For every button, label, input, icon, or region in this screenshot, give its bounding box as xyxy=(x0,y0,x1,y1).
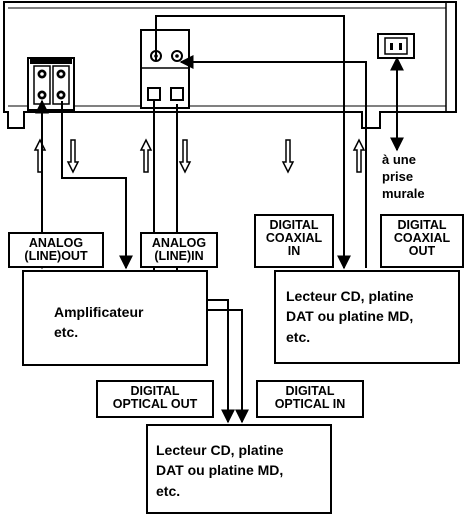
cable-coaxial-in xyxy=(155,15,351,270)
hollow-arrow-up xyxy=(33,138,47,173)
label-analog-out: ANALOG (LINE)OUT xyxy=(8,232,104,268)
label-text: OPTICAL IN xyxy=(274,397,346,412)
cable-coaxial-out xyxy=(179,55,367,268)
label-text: IN xyxy=(287,244,301,259)
device-text-line: Lecteur CD, platine xyxy=(156,442,284,458)
label-text: DIGITAL xyxy=(285,384,335,398)
hollow-arrow-up xyxy=(139,138,153,173)
label-text: DIGITAL xyxy=(130,384,180,398)
signal-direction-arrows xyxy=(33,138,366,174)
amplifier-box: Amplificateur etc. xyxy=(22,270,208,366)
label-text: OPTICAL OUT xyxy=(112,397,198,412)
amplifier-text: Amplificateur etc. xyxy=(54,302,143,343)
hollow-arrow-down xyxy=(66,139,80,174)
device-text-line: etc. xyxy=(54,324,79,341)
analog-jacks-panel xyxy=(27,57,75,111)
label-text: (LINE)OUT xyxy=(24,249,88,264)
label-text: DIGITAL xyxy=(269,218,319,232)
label-digital-coaxial-out: DIGITAL COAXIAL OUT xyxy=(380,214,464,268)
cable-analog-in xyxy=(61,101,133,270)
label-digital-optical-in: DIGITAL OPTICAL IN xyxy=(256,380,364,418)
hollow-arrow-down xyxy=(281,139,295,174)
device-text-line: DAT ou platine MD, xyxy=(286,308,414,325)
power-inlet xyxy=(377,33,415,59)
coaxial-recorder-text: Lecteur CD, platine DAT ou platine MD, e… xyxy=(286,286,414,347)
device-text-line: etc. xyxy=(286,328,311,345)
label-text: (LINE)IN xyxy=(154,249,204,264)
label-text: prise xyxy=(382,168,414,184)
device-text-line: Lecteur CD, platine xyxy=(286,288,414,304)
label-text: COAXIAL xyxy=(393,231,451,246)
optical-recorder-text: Lecteur CD, platine DAT ou platine MD, e… xyxy=(156,440,284,501)
device-text-line: Amplificateur xyxy=(54,304,144,320)
coaxial-recorder-box: Lecteur CD, platine DAT ou platine MD, e… xyxy=(274,270,460,364)
wall-outlet-label: à une prise murale xyxy=(382,152,425,203)
device-text-line: DAT ou platine MD, xyxy=(156,462,284,479)
label-text: ANALOG xyxy=(151,236,207,250)
label-text: murale xyxy=(382,185,425,201)
label-text: à une xyxy=(382,152,416,167)
label-text: OUT xyxy=(408,244,436,259)
digital-jacks-panel xyxy=(140,29,190,109)
label-digital-coaxial-in: DIGITAL COAXIAL IN xyxy=(254,214,334,268)
label-text: DIGITAL xyxy=(397,218,447,232)
label-text: ANALOG xyxy=(28,236,84,250)
label-digital-optical-out: DIGITAL OPTICAL OUT xyxy=(96,380,214,418)
hollow-arrow-down xyxy=(178,139,192,174)
optical-recorder-box: Lecteur CD, platine DAT ou platine MD, e… xyxy=(146,424,332,514)
device-text-line: etc. xyxy=(156,482,181,499)
cable-optical-in xyxy=(176,104,249,424)
label-analog-in: ANALOG (LINE)IN xyxy=(140,232,218,268)
label-text: COAXIAL xyxy=(265,231,323,246)
hollow-arrow-up xyxy=(352,138,366,173)
